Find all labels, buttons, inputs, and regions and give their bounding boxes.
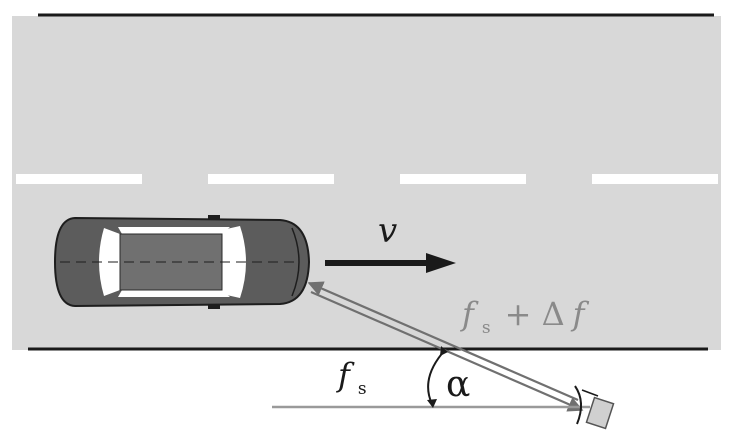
sensor-antenna-arc [574,385,582,425]
emitted-frequency-label: f s [336,356,367,399]
car-top-view-icon [53,215,311,309]
radar-sensor-icon [574,385,615,430]
beam-to-car [307,281,579,402]
lane-dash [208,174,334,184]
car-front-bumper [291,227,300,297]
velocity-arrow [325,253,456,273]
reflected-frequency-label: f s + Δ f [460,295,590,340]
emit-f: f [336,356,355,394]
side-window-right [118,290,230,297]
sensor-mount [581,389,599,397]
mirror-right [208,304,220,309]
freq-plus-delta: + Δ [505,295,565,333]
lane-dash [592,174,718,184]
windshield [222,226,246,298]
velocity-label: v [378,211,397,251]
freq-f: f [460,295,479,333]
freq-sub: s [482,318,491,338]
lane-dash [400,174,526,184]
sensor-body [585,396,615,430]
lane-dash [16,174,142,184]
emit-sub: s [358,379,367,399]
angle-arc [427,346,448,408]
mirror-left [208,215,220,220]
side-window-left [118,227,230,234]
lane-marking [16,174,718,184]
angle-label: α [446,364,470,405]
